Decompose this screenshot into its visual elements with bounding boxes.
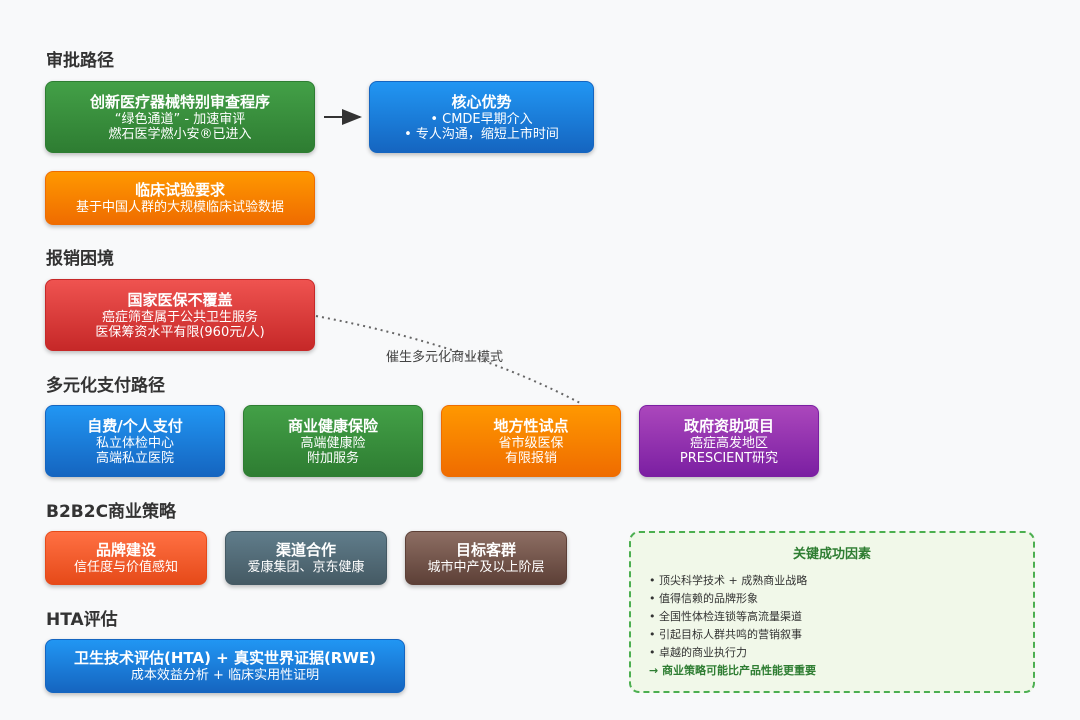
- b2b2c-line: 爱康集团、京东健康: [247, 560, 365, 575]
- key-factor-item: • 顶尖科学技术 + 成熟商业战略: [649, 574, 808, 587]
- b2b2c-title: 目标客群: [455, 541, 516, 559]
- core-advantage-box: 核心优势 • CMDE早期介入 • 专人沟通，缩短上市时间: [369, 81, 594, 153]
- payment-line: 高端健康险: [300, 435, 366, 451]
- b2b2c-line: 城市中产及以上阶层: [427, 560, 545, 575]
- no-coverage-line: 医保筹资水平有限(960元/人): [95, 324, 265, 340]
- section-title-reimbursement: 报销困境: [46, 249, 114, 269]
- section-title-b2b2c: B2B2C商业策略: [46, 502, 177, 522]
- payment-line: 高端私立医院: [95, 450, 174, 466]
- section-title-payment: 多元化支付路径: [46, 376, 165, 396]
- b2b2c-title: 渠道合作: [275, 541, 336, 559]
- payment-title: 政府资助项目: [683, 416, 774, 435]
- key-factors-list: • 顶尖科学技术 + 成熟商业战略 • 值得信赖的品牌形象 • 全国性体检连锁等…: [649, 572, 1033, 662]
- payment-line: 附加服务: [306, 450, 359, 466]
- payment-commercial-insurance-box: 商业健康保险 高端健康险 附加服务: [243, 405, 423, 477]
- key-factor-item: • 全国性体检连锁等高流量渠道: [649, 610, 802, 623]
- hta-title: 卫生技术评估(HTA) + 真实世界证据(RWE): [73, 649, 376, 667]
- payment-line: 有限报销: [504, 450, 557, 466]
- payment-government-program-box: 政府资助项目 癌症高发地区 PRESCIENT研究: [639, 405, 819, 477]
- clinical-trial-line: 基于中国人群的大规模临床试验数据: [75, 200, 284, 215]
- key-factors-title: 关键成功因素: [792, 547, 871, 562]
- payment-line: 癌症高发地区: [689, 435, 768, 451]
- section-title-approval: 审批路径: [46, 51, 114, 71]
- no-coverage-line: 癌症筛查属于公共卫生服务: [101, 309, 258, 325]
- hta-box: 卫生技术评估(HTA) + 真实世界证据(RWE) 成本效益分析 + 临床实用性…: [45, 639, 405, 693]
- core-advantage-line: • CMDE早期介入: [430, 111, 533, 127]
- no-coverage-title: 国家医保不覆盖: [127, 290, 233, 309]
- core-advantage-line: • 专人沟通，缩短上市时间: [404, 126, 559, 142]
- section-title-hta: HTA评估: [46, 610, 118, 630]
- payment-self-pay-box: 自费/个人支付 私立体检中心 高端私立医院: [45, 405, 225, 477]
- b2b2c-target-box: 目标客群 城市中产及以上阶层: [405, 531, 567, 585]
- key-factor-item: • 卓越的商业执行力: [649, 646, 747, 659]
- clinical-trial-box: 临床试验要求 基于中国人群的大规模临床试验数据: [45, 171, 315, 225]
- b2b2c-channel-box: 渠道合作 爱康集团、京东健康: [225, 531, 387, 585]
- green-channel-line: “绿色通道” - 加速审评: [114, 111, 246, 127]
- b2b2c-line: 信任度与价值感知: [73, 560, 178, 575]
- key-factor-item: • 值得信赖的品牌形象: [649, 592, 758, 605]
- payment-line: PRESCIENT研究: [679, 450, 779, 466]
- payment-local-pilot-box: 地方性试点 省市级医保 有限报销: [441, 405, 621, 477]
- key-factors-panel: 关键成功因素 • 顶尖科学技术 + 成熟商业战略 • 值得信赖的品牌形象 • 全…: [629, 531, 1035, 693]
- b2b2c-title: 品牌建设: [95, 541, 156, 559]
- no-coverage-box: 国家医保不覆盖 癌症筛查属于公共卫生服务 医保筹资水平有限(960元/人): [45, 279, 315, 351]
- payment-line: 省市级医保: [498, 435, 564, 451]
- connector-label: 催生多元化商业模式: [386, 350, 504, 365]
- payment-title: 自费/个人支付: [87, 416, 183, 435]
- payment-title: 地方性试点: [493, 416, 569, 435]
- payment-title: 商业健康保险: [287, 416, 378, 435]
- hta-line: 成本效益分析 + 临床实用性证明: [130, 668, 320, 683]
- payment-line: 私立体检中心: [95, 435, 174, 451]
- clinical-trial-title: 临床试验要求: [134, 181, 225, 199]
- green-channel-box: 创新医疗器械特别审查程序 “绿色通道” - 加速审评 燃石医学燃小安®已进入: [45, 81, 315, 153]
- b2b2c-brand-box: 品牌建设 信任度与价值感知: [45, 531, 207, 585]
- green-channel-title: 创新医疗器械特别审查程序: [89, 92, 270, 111]
- core-advantage-title: 核心优势: [451, 92, 512, 111]
- green-channel-line: 燃石医学燃小安®已进入: [108, 126, 252, 142]
- key-factor-item: • 引起目标人群共鸣的营销叙事: [649, 628, 802, 641]
- key-factors-conclusion: → 商业策略可能比产品性能更重要: [649, 664, 817, 677]
